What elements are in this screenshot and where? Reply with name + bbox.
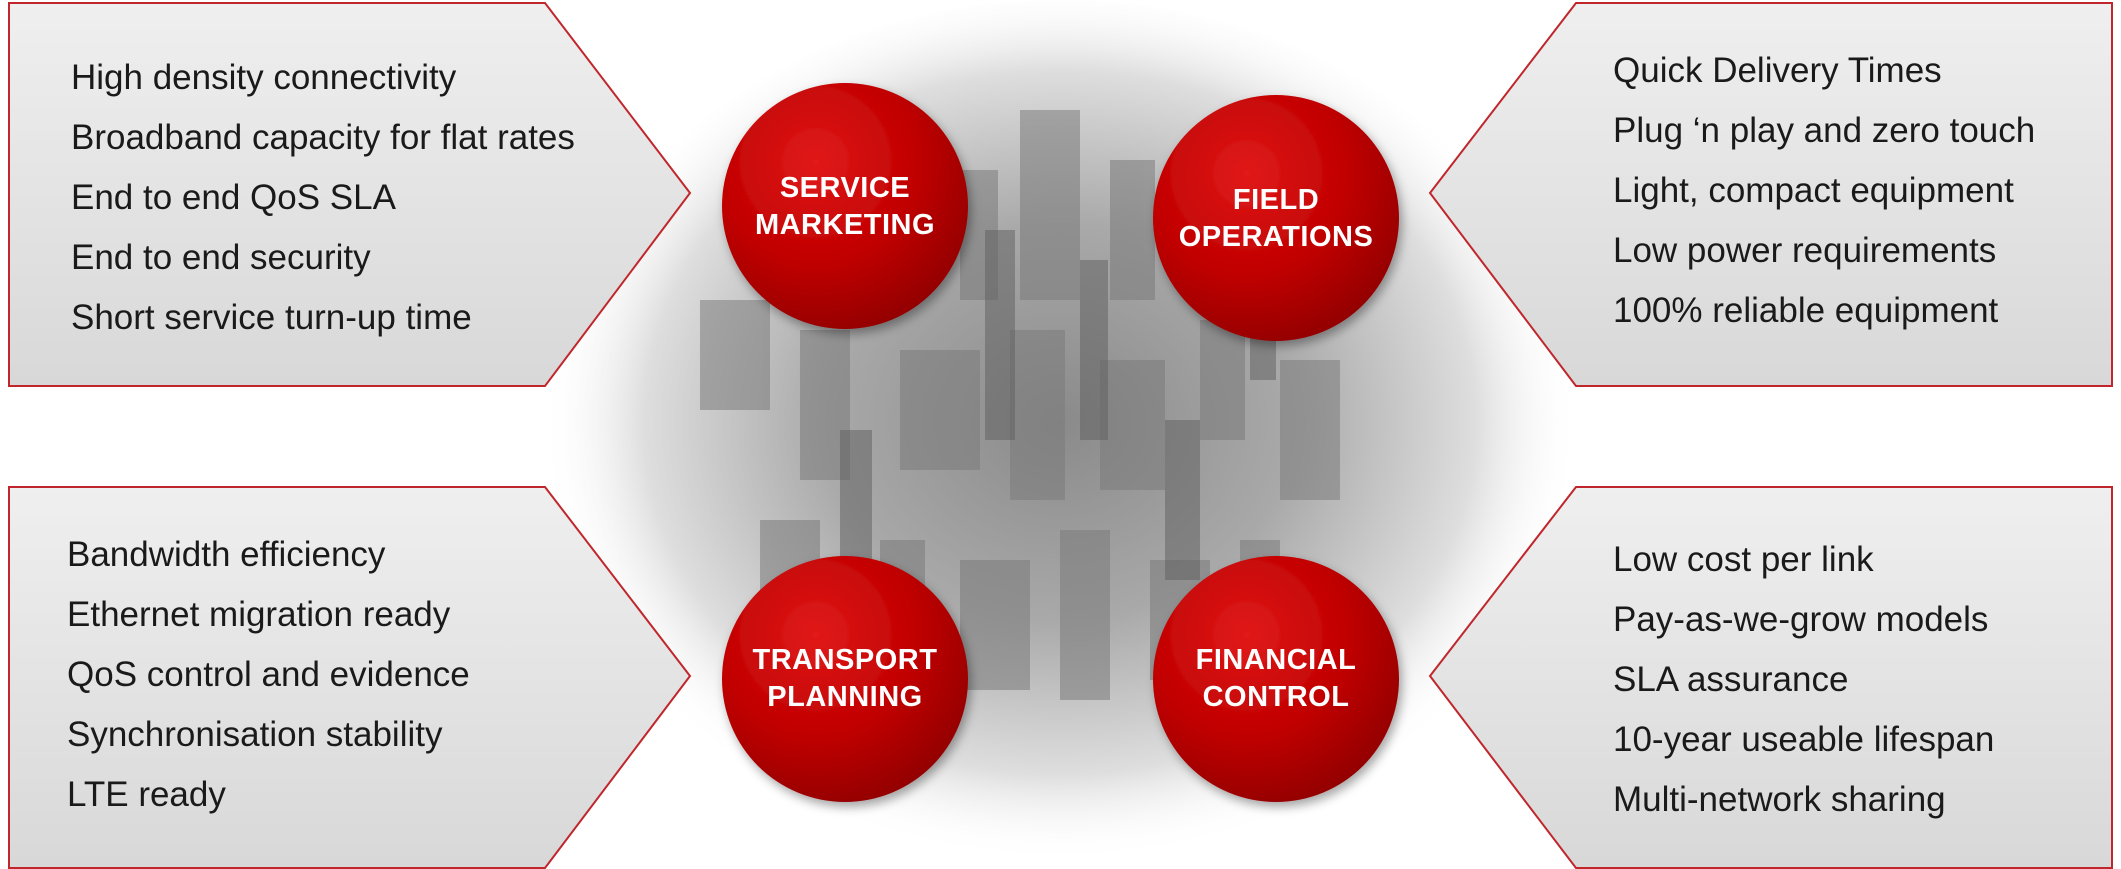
list-item: Synchronisation stability	[67, 715, 443, 754]
circle-service-marketing	[722, 83, 968, 329]
label-transport-planning: TRANSPORT PLANNING	[720, 642, 970, 716]
list-item: Low power requirements	[1613, 231, 1997, 270]
panel-service-marketing	[8, 2, 692, 387]
label-line: TRANSPORT	[752, 644, 938, 676]
city-aerial-background	[540, 0, 1580, 869]
list-item: 100% reliable equipment	[1613, 291, 1999, 330]
label-line: FIELD	[1232, 184, 1320, 216]
list-item: Low cost per link	[1613, 540, 1874, 579]
panel-financial-control	[1428, 486, 2113, 869]
list-item: Bandwidth efficiency	[67, 535, 386, 574]
list-item: Ethernet migration ready	[67, 595, 451, 634]
panel-field-operations	[1428, 2, 2113, 387]
circle-transport-planning	[722, 556, 968, 802]
label-line: FINANCIAL	[1195, 644, 1357, 676]
list-item: Plug ‘n play and zero touch	[1613, 111, 2036, 150]
list-item: High density connectivity	[71, 58, 457, 97]
list-item: LTE ready	[67, 775, 226, 814]
list-transport-planning: Bandwidth efficiency Ethernet migration …	[67, 525, 470, 825]
list-field-operations: Quick Delivery Times Plug ‘n play and ze…	[1613, 41, 2035, 341]
list-item: Quick Delivery Times	[1613, 51, 1942, 90]
label-service-marketing: SERVICE MARKETING	[720, 170, 970, 244]
label-line: SERVICE	[779, 172, 911, 204]
list-item: End to end security	[71, 238, 371, 277]
circle-field-operations	[1153, 95, 1399, 341]
list-item: Broadband capacity for flat rates	[71, 118, 575, 157]
list-item: Light, compact equipment	[1613, 171, 2014, 210]
list-financial-control: Low cost per link Pay-as-we-grow models …	[1613, 530, 1994, 830]
list-item: 10-year useable lifespan	[1613, 720, 1995, 759]
label-financial-control: FINANCIAL CONTROL	[1151, 642, 1401, 716]
label-field-operations: FIELD OPERATIONS	[1151, 182, 1401, 256]
list-item: Short service turn-up time	[71, 298, 472, 337]
label-line: OPERATIONS	[1178, 221, 1374, 253]
panel-transport-planning	[8, 486, 692, 869]
list-item: QoS control and evidence	[67, 655, 470, 694]
list-item: SLA assurance	[1613, 660, 1849, 699]
list-item: Multi-network sharing	[1613, 780, 1946, 819]
label-line: PLANNING	[767, 681, 923, 713]
list-item: Pay-as-we-grow models	[1613, 600, 1989, 639]
label-line: MARKETING	[754, 209, 936, 241]
list-service-marketing: High density connectivity Broadband capa…	[71, 48, 575, 348]
circle-financial-control	[1153, 556, 1399, 802]
list-item: End to end QoS SLA	[71, 178, 396, 217]
label-line: CONTROL	[1202, 681, 1350, 713]
